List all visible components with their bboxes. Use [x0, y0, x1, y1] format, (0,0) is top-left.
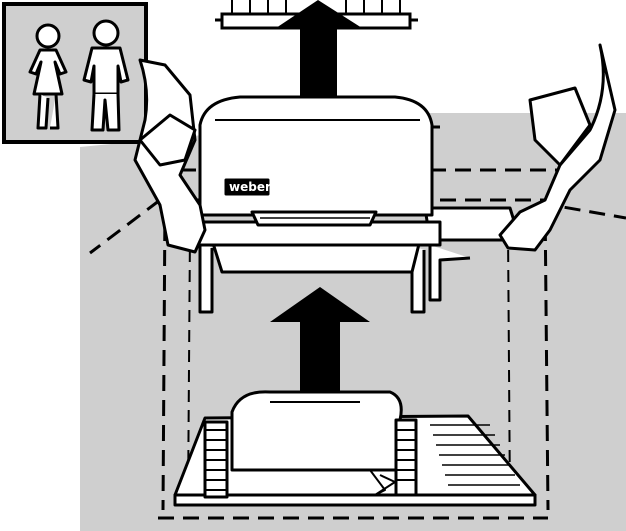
- grill-body: [178, 95, 522, 314]
- two-person-lift-icon: [2, 2, 148, 144]
- up-arrow-icon: [276, 0, 362, 100]
- packaging-base: [173, 390, 537, 507]
- up-arrow-icon: [270, 287, 370, 422]
- right-arm: [498, 43, 617, 252]
- left-arm: [133, 58, 207, 254]
- weber-logo: weber: [229, 180, 271, 194]
